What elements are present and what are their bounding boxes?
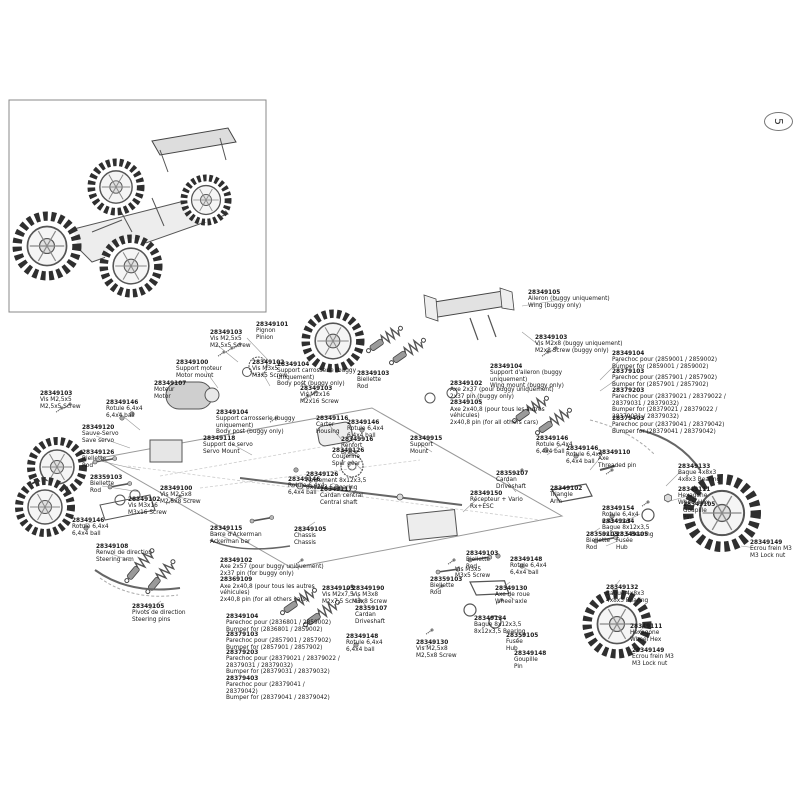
page-number-badge: 5 [764,112,793,131]
pinion-gear [248,356,268,376]
motor-assembly [149,356,458,541]
receiver-esc-box [406,509,458,541]
ackerman-bar [209,539,291,550]
rear-wing [423,287,515,341]
wheel-left-lower [19,481,71,533]
small-hardware [53,341,651,648]
wheel-right [688,479,756,547]
gear-housing [316,421,354,447]
inset-wheel-front-left [104,239,159,294]
servo [149,439,183,463]
spur-gear [340,454,364,478]
leader-lines [78,299,757,649]
page-number: 5 [772,118,785,125]
steering-plate [99,494,156,521]
inset-wing [151,127,237,156]
assembled-buggy-inset [8,99,267,313]
suspension-parts [99,387,672,629]
wheel-bottom-right [587,594,647,654]
wheel-top [306,314,361,369]
inset-wheel-rear-right [91,162,140,211]
inset-wheel-front-right [184,178,228,222]
wheel-hex [664,493,672,503]
inset-wheel-rear-left [17,216,77,276]
bumpers [94,419,701,597]
